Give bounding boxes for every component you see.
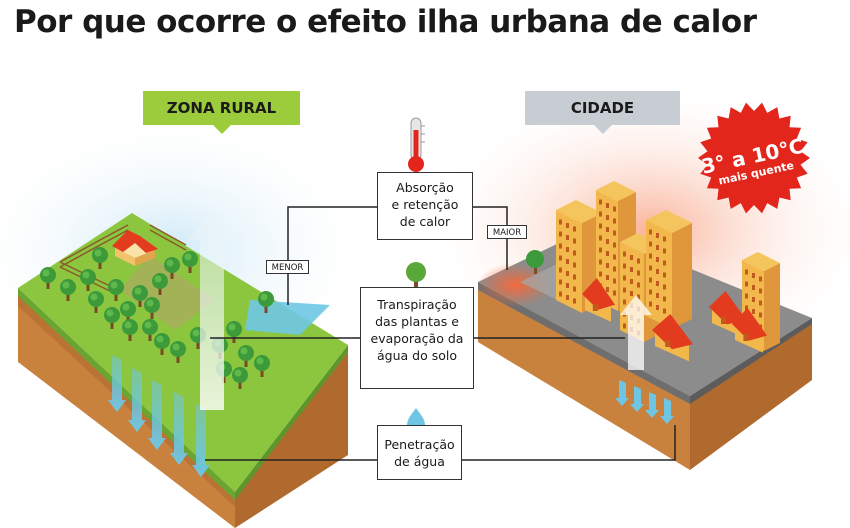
- higher-label: MAIOR: [487, 225, 527, 239]
- tree: [152, 273, 168, 295]
- tree: [164, 257, 180, 279]
- fences: [59, 224, 187, 292]
- tree: [60, 279, 76, 301]
- rural-air-arrow: [188, 212, 236, 410]
- tree: [120, 301, 136, 323]
- water-penetration-arrows: [108, 355, 210, 477]
- city-tree: [526, 250, 544, 274]
- tree: [80, 269, 96, 291]
- tree: [238, 345, 254, 367]
- house: [582, 278, 615, 322]
- tree: [40, 267, 56, 289]
- tree: [108, 279, 124, 301]
- tree: [170, 341, 186, 363]
- page-title: Por que ocorre o efeito ilha urbana de c…: [14, 4, 757, 40]
- tree: [144, 297, 160, 319]
- tree-icon: [406, 262, 426, 287]
- house: [709, 291, 746, 337]
- tree: [104, 307, 120, 329]
- tree: [132, 285, 148, 307]
- rural-zone-label: ZONA RURAL: [143, 91, 300, 125]
- tree: [258, 291, 274, 313]
- water-penetration-box: Penetração de água: [377, 425, 462, 480]
- tree: [92, 247, 108, 269]
- tree: [232, 367, 248, 389]
- building: [646, 210, 692, 329]
- city-buildings: [556, 181, 780, 362]
- city-air-arrow: [620, 295, 652, 370]
- heat-badge: [698, 102, 810, 214]
- lower-label: MENOR: [266, 260, 309, 274]
- tree: [122, 319, 138, 341]
- transpiration-box: Transpiração das plantas e evaporação da…: [360, 287, 474, 389]
- tree: [154, 333, 170, 355]
- tree: [182, 251, 198, 273]
- city-label: CIDADE: [525, 91, 680, 125]
- city-label-pointer: [594, 125, 612, 134]
- absorption-box: Absorção e retenção de calor: [377, 172, 473, 240]
- tree: [254, 355, 270, 377]
- rural-label-pointer: [213, 125, 231, 134]
- house: [652, 314, 693, 362]
- thermometer-icon: [408, 117, 425, 172]
- tree: [142, 319, 158, 341]
- farmhouse: [112, 230, 158, 266]
- city-water-arrows: [615, 380, 674, 424]
- connectors: [205, 206, 676, 461]
- house: [732, 308, 767, 353]
- tree: [88, 291, 104, 313]
